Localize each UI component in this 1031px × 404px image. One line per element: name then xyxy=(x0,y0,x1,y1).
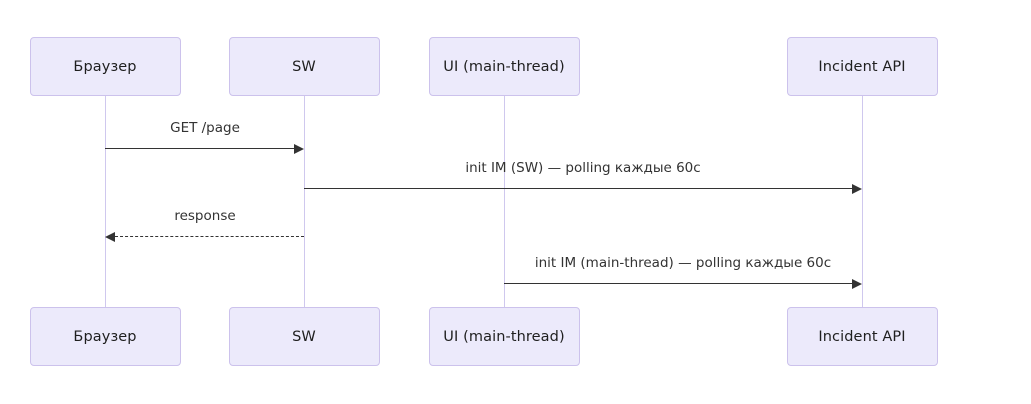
arrowhead-right-icon xyxy=(852,279,862,289)
participant-label-api: Incident API xyxy=(818,328,906,345)
lifeline-api xyxy=(862,96,863,307)
participant-box-sw-top[interactable]: SW xyxy=(228,37,380,96)
participant-box-ui-bottom[interactable]: UI (main-thread) xyxy=(428,307,580,366)
message-label-msg-response: response xyxy=(174,208,236,224)
arrowhead-right-icon xyxy=(294,144,304,154)
participant-box-browser-top[interactable]: Браузер xyxy=(29,37,181,96)
participant-box-sw-bottom[interactable]: SW xyxy=(228,307,380,366)
participant-box-api-top[interactable]: Incident API xyxy=(786,37,938,96)
participant-label-ui: UI (main-thread) xyxy=(443,328,565,345)
message-line-msg-response xyxy=(115,236,304,237)
participant-box-browser-bottom[interactable]: Браузер xyxy=(29,307,181,366)
lifeline-browser xyxy=(105,96,106,307)
arrowhead-right-icon xyxy=(852,184,862,194)
participant-label-browser: Браузер xyxy=(73,328,137,345)
participant-label-sw: SW xyxy=(292,328,316,345)
message-label-msg-init-im-sw: init IM (SW) — polling каждые 60с xyxy=(465,160,701,176)
arrowhead-left-icon xyxy=(105,232,115,242)
participant-box-api-bottom[interactable]: Incident API xyxy=(786,307,938,366)
message-label-msg-init-im-main-thread: init IM (main-thread) — polling каждые 6… xyxy=(534,255,832,271)
message-line-msg-init-im-sw xyxy=(304,188,852,189)
message-line-msg-init-im-main-thread xyxy=(504,283,852,284)
lifeline-sw xyxy=(304,96,305,307)
message-label-msg-get-page: GET /page xyxy=(170,120,240,136)
participant-box-ui-top[interactable]: UI (main-thread) xyxy=(428,37,580,96)
message-line-msg-get-page xyxy=(105,148,294,149)
participant-label-api: Incident API xyxy=(818,58,906,75)
participant-label-ui: UI (main-thread) xyxy=(443,58,565,75)
lifeline-ui xyxy=(504,96,505,307)
participant-label-browser: Браузер xyxy=(73,58,137,75)
participant-label-sw: SW xyxy=(292,58,316,75)
